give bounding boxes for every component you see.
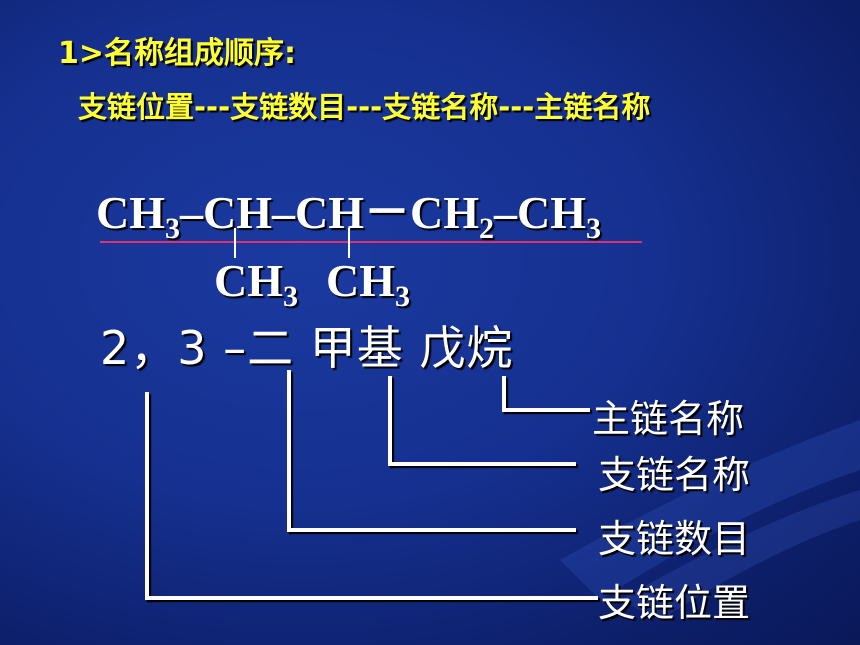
carbon-3: CH xyxy=(295,187,364,238)
branch-bond-1 xyxy=(234,228,236,258)
bracket-branch-vertical xyxy=(388,376,392,466)
bracket-branch-horizontal xyxy=(388,462,576,466)
bracket-count-vertical xyxy=(287,370,291,532)
carbon-4: CH2 xyxy=(410,187,494,245)
label-branch-count: 支链数目 xyxy=(598,517,751,561)
name-count: 二 xyxy=(247,321,295,375)
carbon-5: CH3 xyxy=(517,187,601,245)
name-positions: 2，3 xyxy=(100,321,208,375)
branch-methyl-1: CH3 xyxy=(214,255,298,313)
bond-3: － xyxy=(364,187,410,238)
main-chain-formula: CH3–CH–CH－CH2–CH3 xyxy=(96,176,601,245)
label-branch-name: 支链名称 xyxy=(598,453,751,497)
compound-name: 2，3 –二 甲基 戊烷 xyxy=(100,312,513,378)
carbon-2: CH xyxy=(203,187,272,238)
naming-order: 支链位置---支链数目---支链名称---主链名称 xyxy=(78,90,651,124)
bond-1: – xyxy=(180,187,203,238)
name-dash: – xyxy=(223,321,248,375)
bracket-main-vertical xyxy=(502,376,506,412)
bracket-count-horizontal xyxy=(287,528,576,532)
bracket-position-vertical xyxy=(145,392,149,600)
branch-methyl-2: CH3 xyxy=(326,255,410,313)
label-branch-position: 支链位置 xyxy=(598,581,751,625)
branch-bond-2 xyxy=(348,228,350,258)
bracket-position-horizontal xyxy=(145,596,598,600)
bond-4: – xyxy=(494,187,517,238)
carbon-1: CH3 xyxy=(96,187,180,245)
name-branch: 甲基 xyxy=(309,321,404,375)
bracket-main-horizontal xyxy=(502,408,590,412)
main-chain-underline xyxy=(100,241,642,243)
label-main-chain-name: 主链名称 xyxy=(592,397,745,441)
name-main: 戊烷 xyxy=(419,321,514,375)
slide-heading: 1>名称组成顺序: xyxy=(58,36,297,71)
bond-2: – xyxy=(272,187,295,238)
